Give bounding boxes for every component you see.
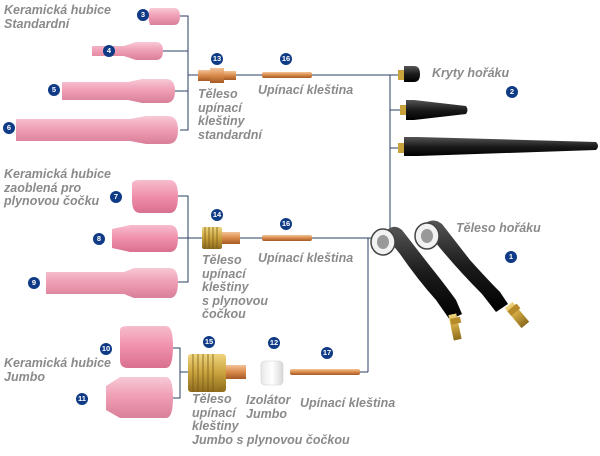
collet-3 <box>290 369 360 375</box>
collet-2 <box>262 235 312 241</box>
badge-1: 1 <box>505 251 517 263</box>
ceramic-nozzle-jumbo-10 <box>120 326 173 368</box>
collet-body-gas-lens <box>202 227 240 249</box>
ceramic-nozzle-standard-5 <box>62 79 175 103</box>
ceramic-nozzle-standard-3 <box>149 8 181 25</box>
ceramic-nozzle-rounded-8 <box>112 225 178 252</box>
label-torch-body: Těleso hořáku <box>456 222 541 236</box>
ceramic-nozzle-rounded-9 <box>46 268 178 298</box>
label-ceramic-rounded: Keramická hubice zaoblená pro plynovou č… <box>4 168 111 209</box>
badge-4: 4 <box>103 45 115 57</box>
badge-13: 13 <box>211 53 223 65</box>
badge-12: 12 <box>268 337 280 349</box>
badge-6: 6 <box>3 122 15 134</box>
badge-17: 17 <box>321 347 333 359</box>
label-collet-3: Upínací kleština <box>300 397 395 411</box>
badge-7: 7 <box>110 191 122 203</box>
collet-body-jumbo <box>188 354 246 392</box>
badge-11: 11 <box>76 393 88 405</box>
ceramic-nozzle-jumbo-11 <box>106 377 173 418</box>
label-body-standard: Těleso upínací kleštiny standardní <box>198 88 262 142</box>
label-ceramic-standard: Keramická hubice Standardní <box>4 4 111 31</box>
badge-3: 3 <box>137 9 149 21</box>
badge-14: 14 <box>211 209 223 221</box>
insulator-jumbo <box>261 361 283 385</box>
badge-16-middle: 16 <box>280 218 292 230</box>
torch-cap-long <box>398 137 598 156</box>
label-insulator: Izolátor Jumbo <box>246 394 290 421</box>
badge-8: 8 <box>93 233 105 245</box>
torch-cap-medium <box>400 100 468 120</box>
torch-cap-short <box>398 66 420 82</box>
badge-5: 5 <box>48 84 60 96</box>
label-ceramic-jumbo: Keramická hubice Jumbo <box>4 357 111 384</box>
label-torch-caps: Kryty hořáku <box>432 67 509 81</box>
label-collet-2: Upínací kleština <box>258 252 353 266</box>
badge-2: 2 <box>506 86 518 98</box>
badge-10: 10 <box>100 343 112 355</box>
collet-1 <box>262 72 312 78</box>
label-collet-1: Upínací kleština <box>258 84 353 98</box>
collet-body-standard <box>198 68 236 83</box>
ceramic-nozzle-rounded-7 <box>132 180 178 213</box>
badge-9: 9 <box>28 277 40 289</box>
badge-16-top: 16 <box>280 53 292 65</box>
ceramic-nozzle-standard-6 <box>16 116 178 144</box>
badge-15: 15 <box>203 336 215 348</box>
